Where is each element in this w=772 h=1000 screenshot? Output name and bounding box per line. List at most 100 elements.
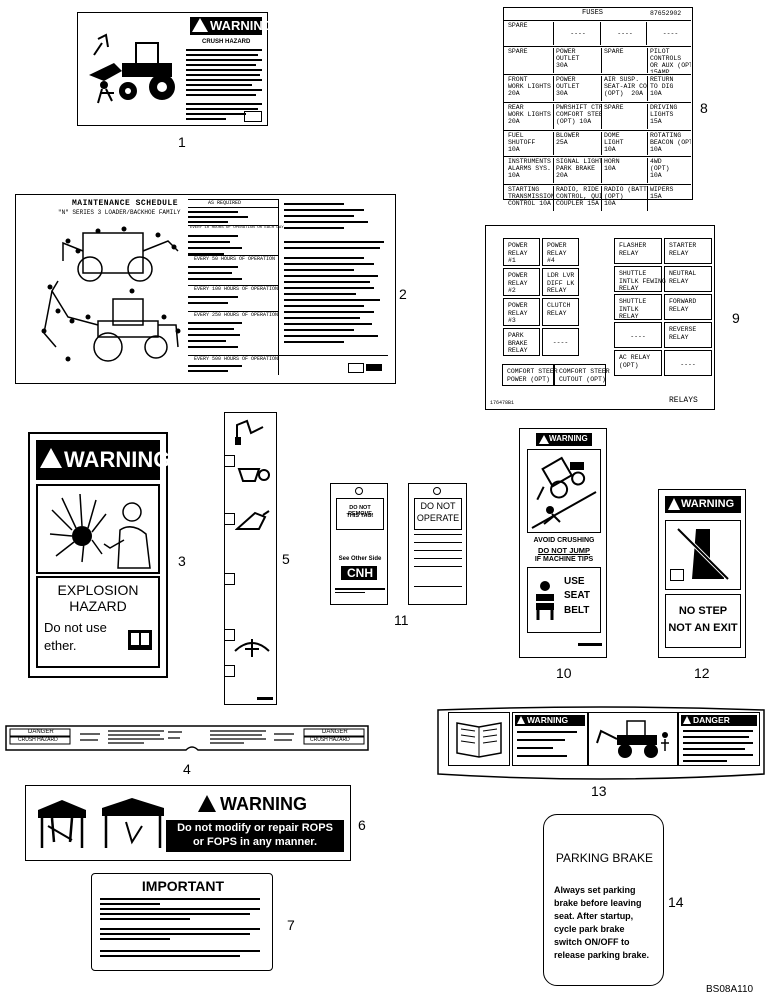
fops-illustration <box>102 798 164 848</box>
decal-3-header: WARNING <box>36 440 170 480</box>
decal-3-line3: Do not use <box>44 620 107 635</box>
relay-cell: CLUTCH RELAY <box>542 298 579 326</box>
tag-line2: THIS TAG! <box>346 513 374 519</box>
decal-11-tag-front: DO NOT REMOVE THIS TAG! See Other Side C… <box>330 483 388 605</box>
callout-2: 2 <box>399 286 407 302</box>
decal-1-subtitle: CRUSH HAZARD <box>202 39 251 45</box>
relay-cell: FLASHER RELAY <box>614 238 662 264</box>
backhoe-hazard-illustration <box>596 720 669 758</box>
decal-6-line2: or FOPS in any manner. <box>192 836 318 848</box>
fuse-cell: SIGNAL LIGHTS PARK BRAKE 20A <box>556 158 602 183</box>
decal-10-line1: AVOID CRUSHING <box>533 537 595 544</box>
fuse-cell: SPARE <box>508 48 554 73</box>
decal-6-rops-warning: WARNING Do not modify or repair ROPS or … <box>25 785 351 861</box>
warning-triangle-icon <box>668 498 680 510</box>
relay-footer-label: RELAYS <box>669 396 698 405</box>
relay-cell: COMFORT STEER POWER (OPT) <box>502 364 558 386</box>
decal-12-no-step: NO STEP <box>678 605 728 617</box>
decal-1-header: WARNING <box>190 17 273 35</box>
decal-6-title: WARNING <box>220 794 307 814</box>
fuse-cell: SPARE <box>604 104 648 129</box>
relay-cell: POWER RELAY #4 <box>542 238 579 266</box>
decal-10-rollover: WARNING AVOID CRUSHING DO NOT JUMP IF MA… <box>519 428 607 658</box>
cnh-logo: CNH <box>341 566 377 580</box>
relay-cell: SHUTTLE INTLK RELAY <box>614 294 662 320</box>
decal-10-illustration-frame <box>527 449 601 533</box>
manual-book-icon <box>670 569 684 581</box>
backhoe-lubrication-diagram <box>41 226 181 362</box>
section-100-hours: EVERY 100 HOURS OF OPERATION <box>194 286 279 292</box>
warning-triangle-icon <box>192 18 208 32</box>
decal-4-danger-strip <box>5 725 369 751</box>
parking-brake-line: release parking brake. <box>554 950 650 960</box>
fuse-cell: RADIO (BATT) (OPT) 10A <box>604 186 648 211</box>
decal-4-danger-right: DANGER <box>322 729 348 735</box>
fuse-row-divider <box>504 20 691 21</box>
fuse-cell: PILOT CONTROLS OR AUX (OPT) 15AMP <box>650 48 691 73</box>
fuse-row-divider <box>504 102 691 103</box>
callout-3: 3 <box>178 553 186 569</box>
decal-10-belt: BELT <box>564 605 590 616</box>
callout-5: 5 <box>282 551 290 567</box>
decal-12-header: WARNING <box>665 496 741 513</box>
fuse-cell: HORN 10A <box>604 158 648 183</box>
maintenance-title: MAINTENANCE SCHEDULE <box>72 199 179 208</box>
decal-10-line2: DO NOT JUMP <box>537 546 591 555</box>
callout-10: 10 <box>556 665 572 681</box>
decal-13-book-panel <box>448 712 510 766</box>
callout-12: 12 <box>694 665 710 681</box>
tag-do-not: DO NOT <box>420 501 456 511</box>
fuse-row-divider <box>504 156 691 157</box>
dipper-icon <box>235 510 270 530</box>
relay-cell: ---- <box>614 322 662 348</box>
tag-line3: See Other Side <box>338 556 382 562</box>
warning-triangle-icon <box>539 435 549 444</box>
section-as-required: AS REQUIRED <box>208 200 242 206</box>
rops-illustration <box>38 800 86 848</box>
section-250-hours: EVERY 250 HOURS OF OPERATION <box>194 312 279 318</box>
fuse-header-partno: 87652902 <box>650 10 682 17</box>
decal-1: WARNING CRUSH HAZARD <box>77 12 273 126</box>
decal-3-title: WARNING <box>64 447 171 472</box>
callout-11: 11 <box>394 612 409 628</box>
relay-cell: POWER RELAY #2 <box>503 268 540 296</box>
tag-front-text-box: DO NOT REMOVE THIS TAG! <box>336 498 384 530</box>
decal-12-no-step: WARNING NO STEP NOT AN EXIT <box>658 489 746 658</box>
warning-triangle-icon <box>683 716 691 724</box>
decal-7-title: IMPORTANT <box>141 878 225 894</box>
tag-line1: DO NOT REMOVE <box>348 505 372 517</box>
fuse-cell: ---- <box>662 30 679 37</box>
relay-cell: POWER RELAY #3 <box>503 298 540 326</box>
manual-book-icon <box>348 363 364 373</box>
decal-3-line4: ether. <box>44 638 77 653</box>
decal-4-crush-right: CRUSH HAZARD <box>310 737 350 743</box>
section-50-hours: EVERY 50 HOURS OF OPERATION <box>194 256 276 262</box>
callout-6: 6 <box>358 817 366 833</box>
decal-13-warning-title: WARNING <box>527 715 569 725</box>
fuse-cell: FRONT WORK LIGHTS 20A <box>508 76 554 101</box>
tag-operate: OPERATE <box>416 513 460 523</box>
decal-3-illustration-frame <box>36 484 160 574</box>
fuse-row-divider <box>504 130 691 131</box>
decal-3-line1: EXPLOSION <box>57 582 139 598</box>
relay-cell: COMFORT STEER CUTOUT (OPT) <box>554 364 610 386</box>
tipping-machine-illustration <box>531 456 597 529</box>
callout-13: 13 <box>591 783 607 799</box>
fuse-cell: BLOWER 25A <box>556 132 602 155</box>
fuse-cell: ---- <box>556 22 601 45</box>
swing-icon <box>234 639 270 657</box>
decal-12-illustration <box>665 520 741 590</box>
decal-3-explosion-hazard: WARNING EXPLOSION HAZARD Do not use ethe… <box>28 432 170 678</box>
decal-6-line1: Do not modify or repair ROPS <box>177 822 333 834</box>
decal-12-not-an-exit: NOT AN EXIT <box>668 622 738 634</box>
decal-3-text-frame: EXPLOSION HAZARD Do not use ether. <box>36 576 160 668</box>
relay-cell: NEUTRAL RELAY <box>664 266 712 292</box>
seatbelt-icon <box>534 581 556 620</box>
warning-triangle-icon <box>517 716 525 724</box>
relay-part-number: 176478B1 <box>490 400 515 406</box>
parking-brake-line: brake before leaving <box>554 898 642 908</box>
fuse-header-title: FUSES <box>582 9 604 17</box>
callout-8: 8 <box>700 100 708 116</box>
fuse-cell: POWER OUTLET 30A <box>556 48 602 73</box>
relay-cell: PARK BRAKE RELAY <box>503 328 540 356</box>
